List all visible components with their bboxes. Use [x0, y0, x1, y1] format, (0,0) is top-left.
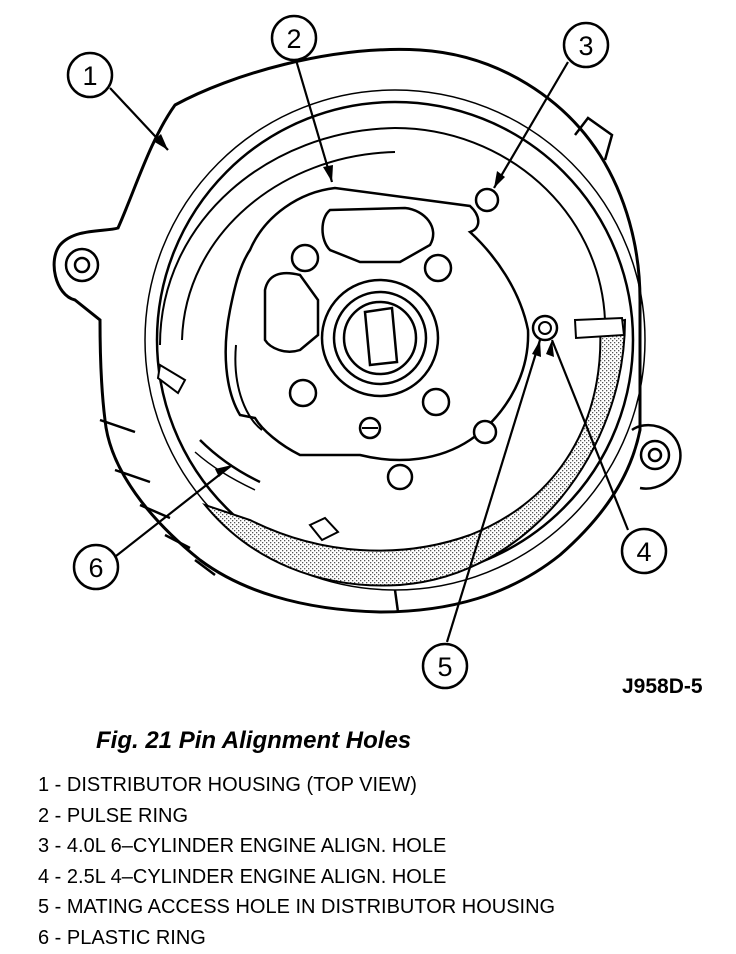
- leader-line-6: [115, 464, 233, 557]
- callout-3: 3: [562, 21, 610, 69]
- legend-item: 2 - PULSE RING: [38, 804, 189, 827]
- legend-item: 6 - PLASTIC RING: [38, 926, 206, 949]
- plastic-ring-shading: [202, 318, 627, 587]
- callout-6: 6: [72, 543, 120, 591]
- callout-4: 4: [620, 527, 668, 575]
- distributor-shaft: [320, 278, 440, 398]
- callout-1: 1: [66, 51, 114, 99]
- pulse-ring-cutouts: [263, 206, 498, 491]
- leader-line-5: [445, 339, 542, 643]
- leader-line-2: [294, 59, 334, 183]
- callout-4-label: 4: [636, 537, 651, 567]
- leader-line-3: [493, 61, 569, 189]
- distributor-housing: [52, 47, 682, 614]
- callout-2: 2: [270, 14, 318, 62]
- legend-list: 1 - DISTRIBUTOR HOUSING (TOP VIEW) 2 - P…: [38, 770, 555, 953]
- legend-item: 1 - DISTRIBUTOR HOUSING (TOP VIEW): [38, 774, 417, 796]
- align-hole-4-cylinder: [538, 321, 552, 335]
- align-hole-6-cylinder: [474, 187, 500, 213]
- leader-lines: [109, 59, 630, 643]
- leader-line-4: [550, 339, 630, 531]
- legend-item: 3 - 4.0L 6–CYLINDER ENGINE ALIGN. HOLE: [38, 835, 447, 857]
- callout-2-label: 2: [286, 24, 301, 54]
- callout-5: 5: [421, 642, 469, 690]
- callout-1-label: 1: [82, 61, 97, 91]
- plastic-ring: [156, 126, 626, 542]
- callout-3-label: 3: [578, 31, 593, 61]
- figure-id: J958D-5: [622, 675, 703, 698]
- callout-5-label: 5: [437, 652, 452, 682]
- legend-item: 5 - MATING ACCESS HOLE IN DISTRIBUTOR HO…: [38, 896, 556, 918]
- distributor-diagram: 1 2 3 4 5 6: [52, 14, 682, 690]
- legend-item: 4 - 2.5L 4–CYLINDER ENGINE ALIGN. HOLE: [38, 865, 447, 888]
- leader-arrowheads: [153, 134, 554, 477]
- figure-caption: Fig. 21 Pin Alignment Holes: [96, 727, 412, 754]
- callout-6-label: 6: [88, 553, 103, 583]
